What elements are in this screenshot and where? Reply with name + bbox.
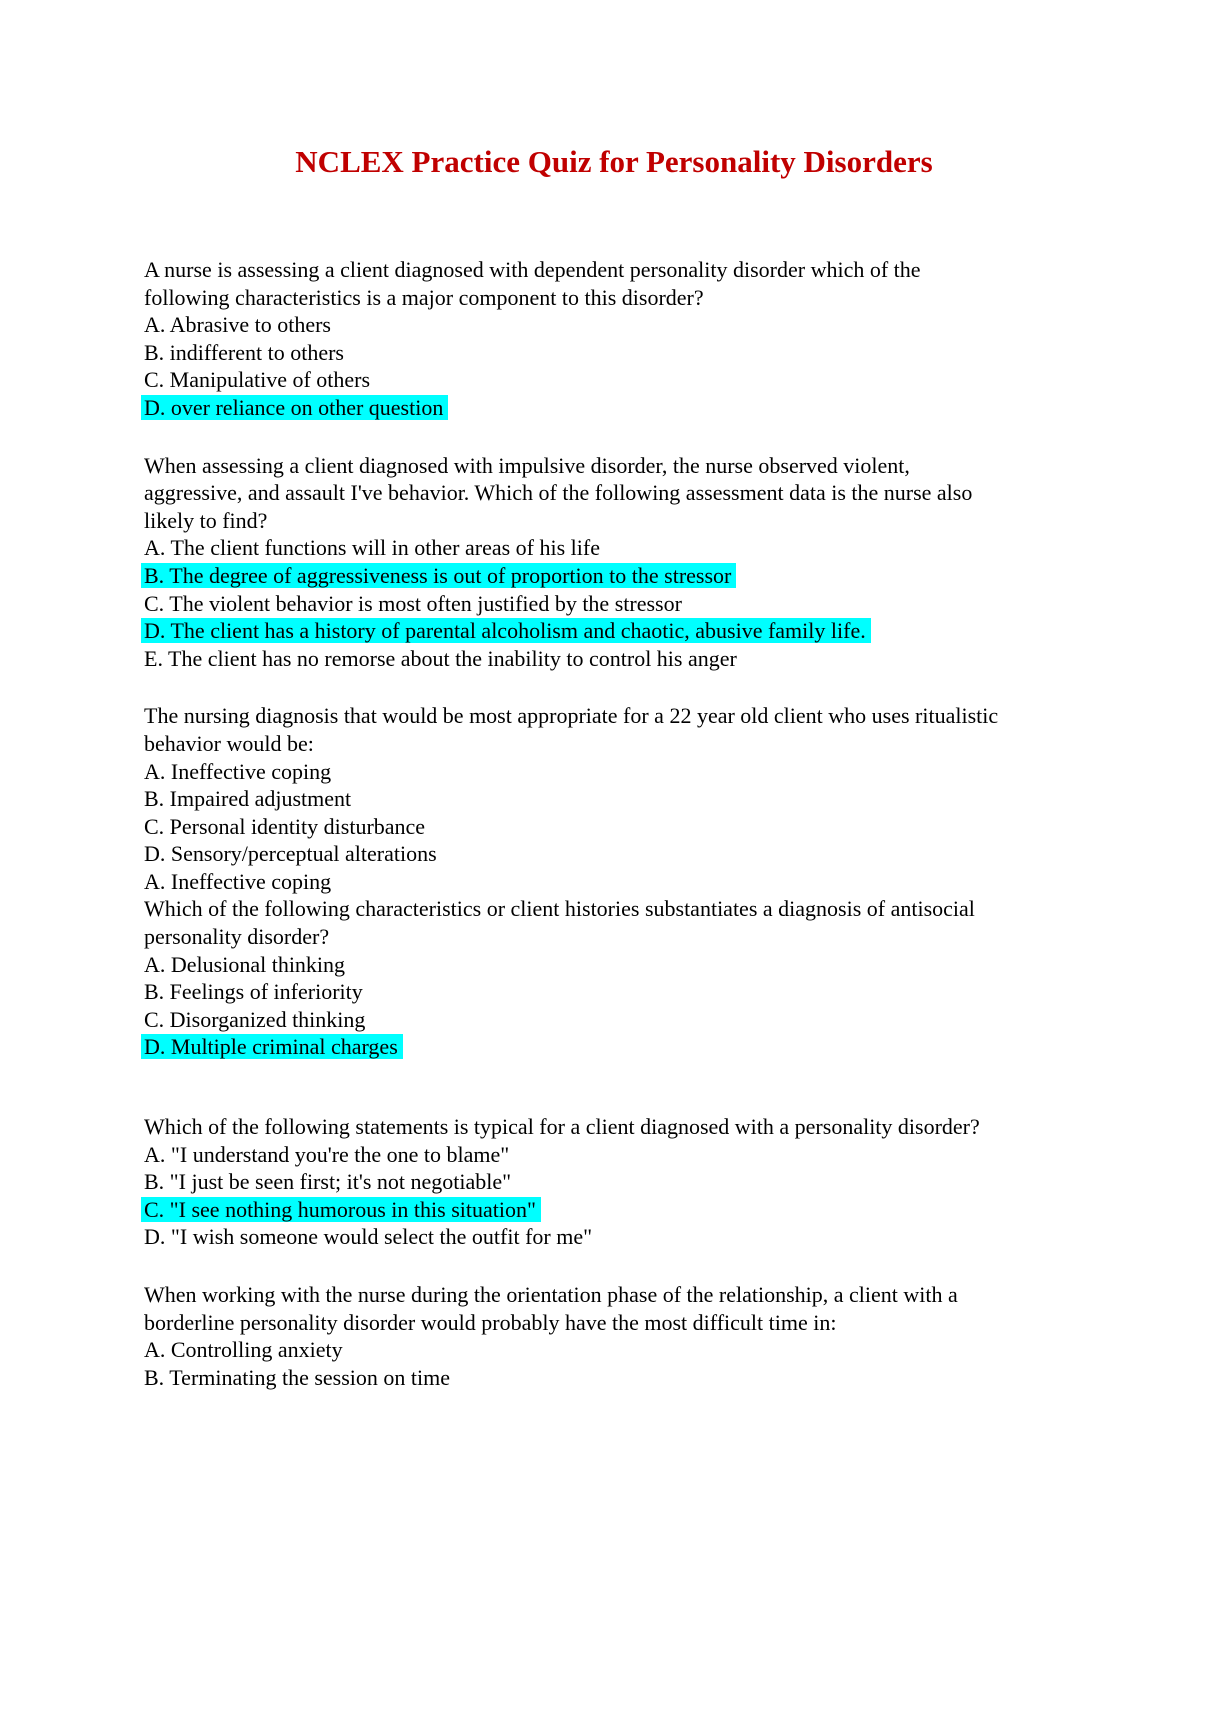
line-text: B. "I just be seen first; it's not negot…	[144, 1169, 512, 1195]
line-text: behavior would be:	[144, 730, 314, 756]
question-line: A. The client functions will in other ar…	[144, 534, 1084, 562]
question-line: When assessing a client diagnosed with i…	[144, 452, 1084, 480]
line-text: B. Terminating the session on time	[144, 1364, 451, 1390]
question-line: C. Personal identity disturbance	[144, 813, 1084, 841]
line-text: D. Sensory/perceptual alterations	[144, 841, 437, 867]
line-text: A. Ineffective coping	[144, 868, 332, 894]
question-line: behavior would be:	[144, 730, 1084, 758]
page-title: NCLEX Practice Quiz for Personality Diso…	[295, 144, 933, 179]
line-text: likely to find?	[144, 507, 268, 533]
line-text: C. Personal identity disturbance	[144, 813, 426, 839]
question-line: D. The client has a history of parental …	[141, 617, 1084, 645]
answer-highlight: D. Multiple criminal charges	[141, 1034, 403, 1060]
line-text: following characteristics is a major com…	[144, 284, 704, 310]
question-line: A. Abrasive to others	[144, 311, 1084, 339]
line-text: D. "I wish someone would select the outf…	[144, 1224, 593, 1250]
line-text: A. Ineffective coping	[144, 758, 332, 784]
question-line: A. Controlling anxiety	[144, 1336, 1084, 1364]
question-line: B. Terminating the session on time	[144, 1364, 1084, 1392]
question-line: Which of the following characteristics o…	[144, 895, 1084, 923]
line-text: personality disorder?	[144, 924, 330, 950]
question-block: Which of the following characteristics o…	[141, 895, 1084, 1061]
question-line: personality disorder?	[144, 923, 1084, 951]
line-text: B. Feelings of inferiority	[144, 979, 363, 1005]
question-line: B. The degree of aggressiveness is out o…	[141, 562, 1084, 590]
line-text: A. The client functions will in other ar…	[144, 535, 600, 561]
line-text: Which of the following statements is typ…	[144, 1114, 980, 1140]
line-text: B. indifferent to others	[144, 339, 344, 365]
question-block: When working with the nurse during the o…	[144, 1281, 1084, 1391]
line-text: A. Abrasive to others	[144, 312, 331, 338]
question-line: Which of the following statements is typ…	[144, 1113, 1084, 1141]
line-text: When assessing a client diagnosed with i…	[144, 452, 910, 478]
question-line: A. "I understand you're the one to blame…	[144, 1141, 1084, 1169]
line-text: C. Disorganized thinking	[144, 1006, 366, 1032]
question-line: C. Manipulative of others	[144, 366, 1084, 394]
question-line: borderline personality disorder would pr…	[144, 1309, 1084, 1337]
document-page: NCLEX Practice Quiz for Personality Diso…	[0, 142, 1224, 1726]
question-line: likely to find?	[144, 507, 1084, 535]
question-line: D. "I wish someone would select the outf…	[144, 1223, 1084, 1251]
question-line: D. over reliance on other question	[141, 394, 1084, 422]
line-text: C. The violent behavior is most often ju…	[144, 590, 682, 616]
line-text: A. "I understand you're the one to blame…	[144, 1141, 510, 1167]
question-line: A nurse is assessing a client diagnosed …	[144, 256, 1084, 284]
question-line: C. "I see nothing humorous in this situa…	[141, 1196, 1084, 1224]
answer-highlight: D. over reliance on other question	[141, 394, 449, 420]
line-text: When working with the nurse during the o…	[144, 1282, 958, 1307]
question-line: E. The client has no remorse about the i…	[144, 645, 1084, 673]
line-text: A. Controlling anxiety	[144, 1337, 343, 1363]
question-line: following characteristics is a major com…	[144, 284, 1084, 312]
question-block: Which of the following statements is typ…	[141, 1113, 1084, 1251]
question-block: A nurse is assessing a client diagnosed …	[141, 256, 1084, 422]
answer-highlight: B. The degree of aggressiveness is out o…	[141, 562, 737, 588]
question-line: B. indifferent to others	[144, 339, 1084, 367]
line-text: C. Manipulative of others	[144, 367, 371, 393]
question-line: D. Multiple criminal charges	[141, 1033, 1084, 1061]
question-line: C. Disorganized thinking	[144, 1006, 1084, 1034]
question-line: C. The violent behavior is most often ju…	[144, 590, 1084, 618]
question-line: B. Feelings of inferiority	[144, 978, 1084, 1006]
question-line: A. Ineffective coping	[144, 868, 1084, 896]
line-text: Which of the following characteristics o…	[144, 896, 975, 922]
line-text: A nurse is assessing a client diagnosed …	[144, 257, 921, 282]
quiz-body: A nurse is assessing a client diagnosed …	[141, 256, 1084, 1391]
question-line: A. Delusional thinking	[144, 951, 1084, 979]
line-text: aggressive, and assault I've behavior. W…	[144, 480, 973, 506]
question-line: The nursing diagnosis that would be most…	[144, 702, 1084, 730]
line-text: B. Impaired adjustment	[144, 786, 352, 812]
question-block: When assessing a client diagnosed with i…	[141, 452, 1084, 673]
answer-highlight: D. The client has a history of parental …	[141, 618, 871, 644]
line-text: E. The client has no remorse about the i…	[144, 645, 737, 671]
question-line: When working with the nurse during the o…	[144, 1281, 1084, 1309]
line-text: A. Delusional thinking	[144, 951, 346, 977]
question-block: The nursing diagnosis that would be most…	[144, 702, 1084, 895]
line-text: The nursing diagnosis that would be most…	[144, 703, 999, 729]
question-line: aggressive, and assault I've behavior. W…	[144, 479, 1084, 507]
line-text: borderline personality disorder would pr…	[144, 1309, 837, 1335]
answer-highlight: C. "I see nothing humorous in this situa…	[141, 1196, 541, 1222]
question-line: A. Ineffective coping	[144, 758, 1084, 786]
question-line: D. Sensory/perceptual alterations	[144, 840, 1084, 868]
question-line: B. "I just be seen first; it's not negot…	[144, 1168, 1084, 1196]
question-line: B. Impaired adjustment	[144, 785, 1084, 813]
